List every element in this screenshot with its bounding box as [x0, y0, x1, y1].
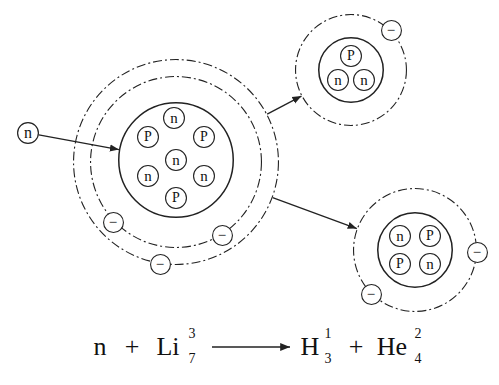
outline-ring	[194, 127, 215, 148]
element-symbol: He	[377, 334, 407, 360]
neutron-label: n	[396, 229, 404, 244]
outline-ring	[420, 226, 441, 247]
outline-ring	[328, 70, 349, 91]
outline-ring	[164, 108, 185, 129]
electron: −	[467, 242, 488, 263]
outline-ring	[378, 213, 453, 288]
proton-label: P	[347, 49, 355, 63]
reaction-arrow	[273, 198, 357, 229]
neutron-label: n	[360, 73, 368, 88]
electron-label: −	[473, 245, 481, 260]
neutron-label: n	[426, 257, 434, 272]
proton: P	[389, 253, 411, 275]
outline-ring	[467, 242, 487, 262]
electron-label: −	[156, 257, 164, 272]
proton-label: P	[172, 191, 180, 205]
outline-ring	[194, 166, 215, 187]
electron: −	[212, 225, 233, 246]
mass-number: 3	[325, 352, 332, 366]
proton: P	[165, 187, 187, 209]
electron: −	[103, 212, 124, 233]
atomic-number: 2	[415, 327, 422, 341]
outline-ring	[354, 189, 477, 312]
equation-operator: +	[125, 334, 140, 360]
element-symbol: H	[301, 334, 320, 360]
outline-ring	[296, 15, 407, 126]
neutron-label: n	[200, 169, 208, 184]
atomic-number: 1	[325, 327, 332, 341]
outline-ring	[420, 254, 441, 275]
proton: P	[419, 225, 441, 247]
electron: −	[381, 20, 402, 41]
tritium-atom: Pn n −	[295, 14, 407, 126]
neutron: n	[327, 69, 349, 91]
element-symbol: Li	[156, 334, 179, 360]
outline-ring	[166, 150, 187, 171]
outline-ring	[361, 284, 381, 304]
electron: −	[361, 284, 382, 305]
outline-ring	[354, 70, 375, 91]
outline-ring	[138, 166, 159, 187]
proton: P	[340, 45, 362, 67]
atomic-number: 3	[189, 327, 196, 341]
outline-ring	[74, 60, 279, 265]
helium-nucleus-outline	[377, 212, 453, 288]
neutron-label: n	[170, 111, 178, 126]
outline-ring	[381, 20, 401, 40]
outline-ring	[341, 46, 362, 67]
outline-ring	[119, 103, 234, 218]
outline-ring	[390, 254, 411, 275]
mass-number: 7	[189, 352, 196, 366]
neutron: n	[419, 253, 441, 275]
neutron: n	[137, 165, 159, 187]
outline-ring	[150, 254, 170, 274]
neutron: n	[353, 69, 375, 91]
electron-label: −	[387, 23, 395, 38]
incoming-neutron: n	[17, 122, 39, 144]
lithium-nucleus: nPPnnnP	[118, 102, 234, 218]
outline-ring	[166, 188, 187, 209]
electron-label: −	[367, 287, 375, 302]
incoming-neutron-label: n	[24, 125, 32, 141]
lithium-atom: nPPnnnP−−−	[73, 59, 279, 265]
helium-atom: nPPn−−	[353, 188, 477, 312]
outline-ring	[390, 226, 411, 247]
equation-symbol: n	[94, 334, 107, 360]
reaction-arrow	[39, 135, 119, 150]
neutron: n	[389, 225, 411, 247]
proton-label: P	[200, 130, 208, 144]
outline-ring	[18, 123, 39, 144]
outline-ring	[319, 38, 384, 103]
outline-ring	[138, 127, 159, 148]
neutron-label: n	[144, 169, 152, 184]
electron-label: −	[109, 215, 117, 230]
proton-label: P	[396, 257, 404, 271]
neutron: n	[165, 149, 187, 171]
neutron-label: n	[172, 153, 180, 168]
reaction-arrow	[267, 96, 301, 114]
mass-number: 4	[415, 352, 422, 366]
electron-label: −	[218, 228, 226, 243]
equation-operator: +	[349, 334, 364, 360]
proton: P	[193, 126, 215, 148]
reaction-arrow	[212, 346, 290, 347]
outline-ring	[103, 212, 123, 232]
proton-label: P	[426, 229, 434, 243]
proton-label: P	[144, 130, 152, 144]
neutron: n	[193, 165, 215, 187]
proton: P	[137, 126, 159, 148]
helium-nucleus: nPPn	[377, 212, 453, 288]
tritium-nucleus: Pn n	[318, 37, 384, 103]
neutron-label: n	[334, 73, 342, 88]
tritium-nucleus-outline	[318, 37, 384, 103]
electron: −	[150, 254, 171, 275]
outline-ring	[212, 225, 232, 245]
outline-ring	[91, 77, 262, 248]
neutron: n	[163, 107, 185, 129]
